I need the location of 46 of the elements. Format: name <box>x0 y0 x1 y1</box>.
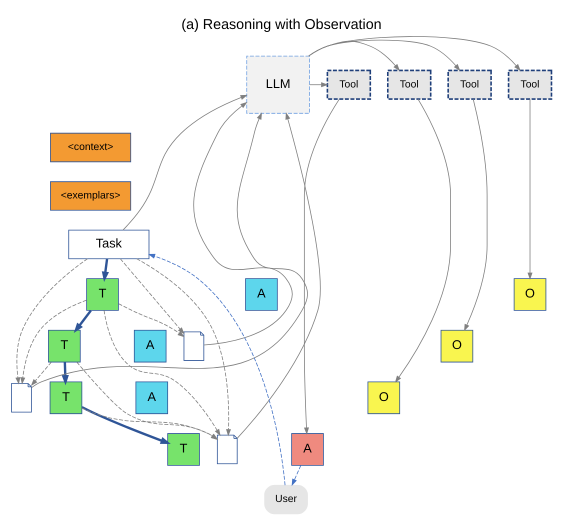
arrow <box>15 258 88 385</box>
node-box: T <box>86 278 119 311</box>
node-box: LLM <box>246 56 310 114</box>
arrow <box>528 98 533 280</box>
node-box: O <box>368 382 400 414</box>
arrow <box>193 102 293 346</box>
node-box: A <box>291 433 324 466</box>
arrow <box>20 300 87 385</box>
arrow <box>236 112 321 439</box>
arrow <box>118 303 185 338</box>
arrow <box>308 40 400 72</box>
arrow <box>104 310 221 436</box>
arrow <box>31 112 308 388</box>
node-box: O <box>514 278 546 311</box>
node-box: User <box>264 484 308 514</box>
node-box: Tool <box>386 70 432 100</box>
node-box: A <box>134 330 166 362</box>
arrow <box>304 98 340 435</box>
arrow <box>394 98 451 383</box>
node-box: <context> <box>50 132 132 162</box>
arrow <box>148 254 286 486</box>
node-box: <exemplars> <box>50 181 132 211</box>
node-box: O <box>440 330 474 362</box>
arrow <box>308 36 521 72</box>
node-box: Tool <box>508 70 552 100</box>
arrow <box>30 362 52 386</box>
node-box: Task <box>68 230 150 260</box>
node-box: T <box>167 433 200 466</box>
node-box: A <box>245 278 278 311</box>
arrow <box>62 362 69 386</box>
node-box: Tool <box>326 70 372 100</box>
arrow <box>292 465 302 486</box>
node-box: A <box>135 382 168 414</box>
node-box: Tool <box>447 70 492 100</box>
arrow <box>74 310 92 334</box>
arrow <box>136 258 232 436</box>
arrow <box>464 98 488 332</box>
arrow <box>102 258 109 282</box>
arrow <box>309 82 328 88</box>
node-box: T <box>50 382 82 414</box>
diagram-title: (a) Reasoning with Observation <box>181 16 382 33</box>
node-box: T <box>48 330 81 362</box>
arrow <box>308 40 460 72</box>
arrow <box>81 406 171 444</box>
arrow <box>120 258 184 334</box>
arrow <box>122 94 248 230</box>
